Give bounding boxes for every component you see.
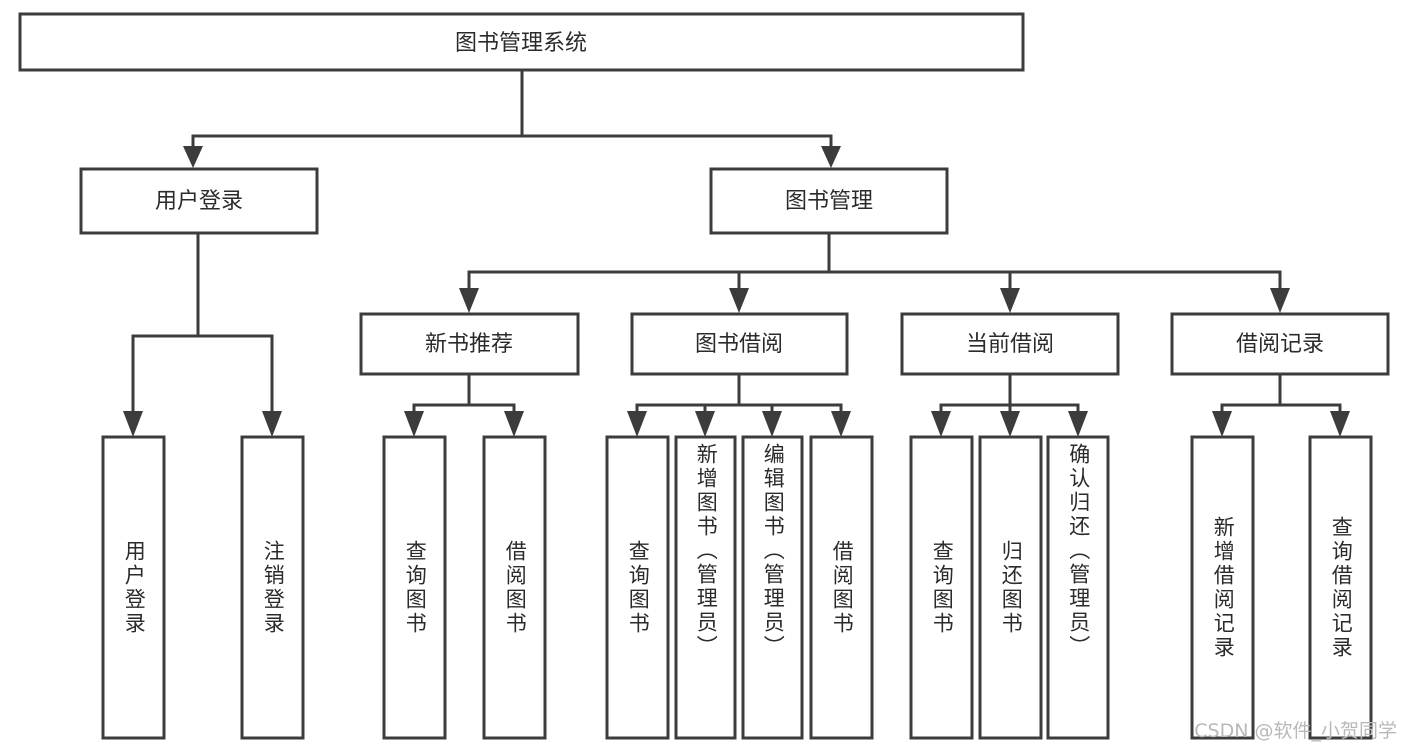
node-label: 图书借阅 bbox=[695, 332, 783, 357]
node-leaf-borrow-book-1[interactable] bbox=[482, 435, 547, 740]
node-label: 新书推荐 bbox=[425, 332, 513, 357]
arrow-head-icon bbox=[931, 411, 951, 437]
node-label: 图书管理系统 bbox=[455, 31, 587, 56]
connector-book-borrow-to-leaves bbox=[627, 372, 851, 437]
node-label: 借阅记录 bbox=[1236, 332, 1324, 357]
node-label: 当前借阅 bbox=[966, 332, 1054, 357]
connector-root-to-level2 bbox=[183, 68, 841, 168]
connector-new-book-rec-to-leaves bbox=[404, 372, 524, 437]
node-box[interactable] bbox=[482, 435, 547, 740]
node-label: 图书管理 bbox=[785, 189, 873, 214]
node-user-login[interactable]: 用户登录 bbox=[79, 167, 319, 235]
node-box[interactable] bbox=[359, 312, 580, 376]
arrow-head-icon bbox=[1270, 288, 1290, 313]
node-current-borrow[interactable]: 当前借阅 bbox=[900, 312, 1120, 376]
node-box[interactable] bbox=[79, 167, 319, 235]
node-leaf-add-record[interactable] bbox=[1190, 435, 1255, 740]
node-box[interactable] bbox=[978, 435, 1043, 740]
node-box[interactable] bbox=[240, 435, 305, 740]
node-leaf-query-record[interactable] bbox=[1308, 435, 1373, 740]
node-book-manage[interactable]: 图书管理 bbox=[709, 167, 949, 235]
node-leaf-borrow-book-2[interactable] bbox=[809, 435, 874, 740]
arrow-head-icon bbox=[831, 411, 851, 437]
node-borrow-record[interactable]: 借阅记录 bbox=[1170, 312, 1390, 376]
node-box[interactable] bbox=[674, 435, 737, 740]
node-box[interactable] bbox=[101, 435, 166, 740]
node-new-book-rec[interactable]: 新书推荐 bbox=[359, 312, 580, 376]
arrow-head-icon bbox=[404, 411, 424, 437]
node-box[interactable] bbox=[909, 435, 974, 740]
node-root[interactable]: 图书管理系统 bbox=[18, 12, 1025, 72]
arrow-head-icon bbox=[459, 288, 479, 313]
node-box[interactable] bbox=[809, 435, 874, 740]
arrow-head-icon bbox=[1212, 411, 1232, 437]
node-box[interactable] bbox=[900, 312, 1120, 376]
node-leaf-user-login[interactable] bbox=[101, 435, 166, 740]
node-leaf-query-book-3[interactable] bbox=[909, 435, 974, 740]
arrow-head-icon bbox=[729, 288, 749, 313]
arrow-head-icon bbox=[762, 411, 782, 437]
connector-user-login-to-leaves bbox=[123, 231, 282, 437]
arrow-head-icon bbox=[183, 146, 203, 168]
node-box[interactable] bbox=[382, 435, 447, 740]
arrow-head-icon bbox=[1000, 411, 1020, 437]
node-box[interactable] bbox=[605, 435, 670, 740]
connector-borrow-record-to-leaves bbox=[1212, 372, 1350, 437]
node-box[interactable] bbox=[1170, 312, 1390, 376]
node-label: 用户登录 bbox=[155, 189, 243, 214]
connector-current-borrow-to-leaves bbox=[931, 372, 1088, 437]
node-book-borrow[interactable]: 图书借阅 bbox=[630, 312, 849, 376]
arrow-head-icon bbox=[123, 411, 143, 437]
node-leaf-logout[interactable] bbox=[240, 435, 305, 740]
arrow-head-icon bbox=[627, 411, 647, 437]
node-box[interactable] bbox=[741, 435, 804, 740]
arrow-head-icon bbox=[1330, 411, 1350, 437]
arrow-head-icon bbox=[695, 411, 715, 437]
node-box[interactable] bbox=[18, 12, 1025, 72]
arrow-head-icon bbox=[1000, 288, 1020, 313]
node-box[interactable] bbox=[1190, 435, 1255, 740]
node-leaf-confirm-return[interactable] bbox=[1046, 435, 1110, 740]
node-leaf-query-book-2[interactable] bbox=[605, 435, 670, 740]
node-box[interactable] bbox=[630, 312, 849, 376]
node-leaf-return-book[interactable] bbox=[978, 435, 1043, 740]
node-leaf-query-book-1[interactable] bbox=[382, 435, 447, 740]
arrow-head-icon bbox=[504, 411, 524, 437]
node-leaf-add-book[interactable] bbox=[674, 435, 737, 740]
node-box[interactable] bbox=[1046, 435, 1110, 740]
arrow-head-icon bbox=[1068, 411, 1088, 437]
node-leaf-edit-book[interactable] bbox=[741, 435, 804, 740]
node-box[interactable] bbox=[1308, 435, 1373, 740]
arrow-head-icon bbox=[821, 146, 841, 168]
node-box[interactable] bbox=[709, 167, 949, 235]
connector-book-manage-to-level3 bbox=[459, 231, 1290, 313]
arrow-head-icon bbox=[262, 411, 282, 437]
